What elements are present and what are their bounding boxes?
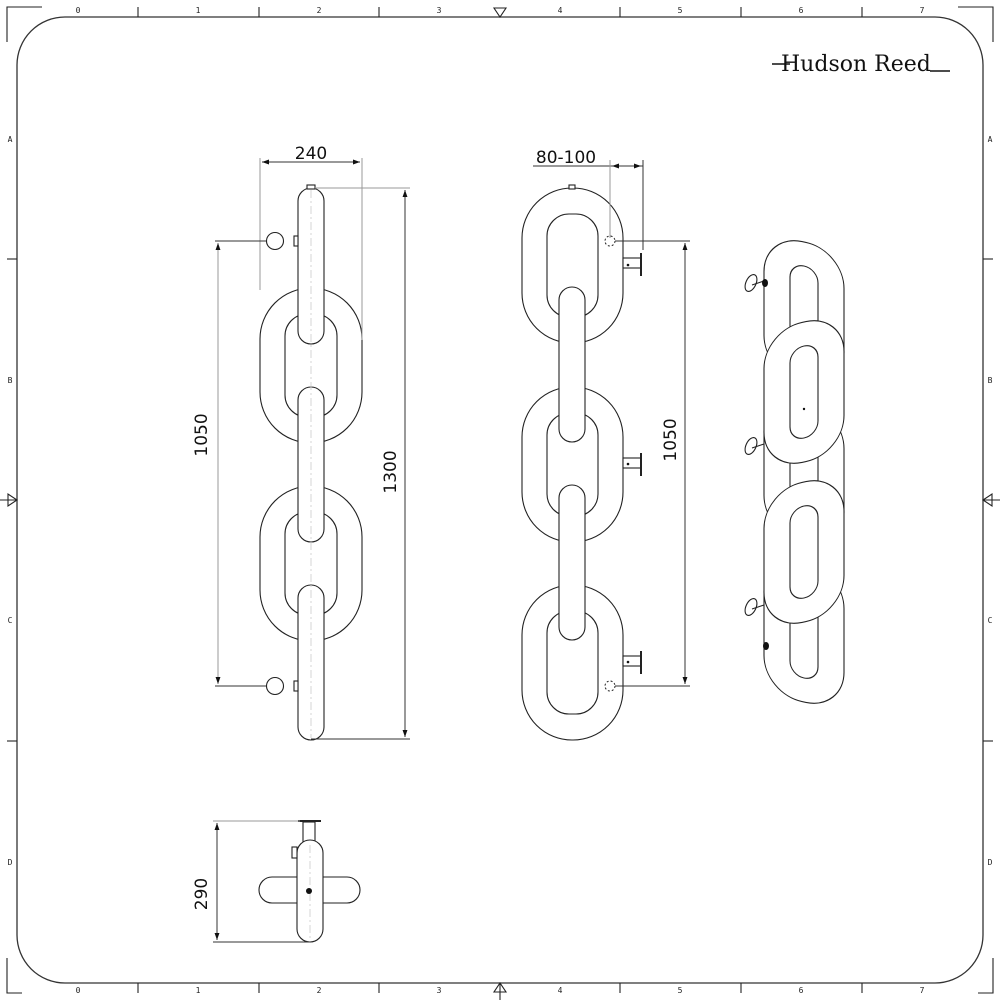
- wall-bracket-icon: [622, 651, 642, 674]
- pipe-outlet-icon: [265, 676, 285, 696]
- left-ruler: A B C D: [0, 135, 18, 867]
- sheet-frame: 0 1 2 3 4 5 6 7 0 1 2 3 4 5 6 7: [0, 6, 1000, 1000]
- chain-bar: [558, 484, 586, 641]
- row-label: A: [8, 135, 13, 144]
- front-view: 240 1050 1300: [192, 144, 410, 741]
- width-dimension: 240: [295, 144, 327, 164]
- rear-view: 80-100 1050: [521, 148, 690, 741]
- row-label: C: [988, 616, 993, 625]
- right-ruler: A B C D: [982, 135, 1000, 867]
- column-label: 3: [437, 6, 442, 15]
- depth-dimension: 290: [192, 878, 212, 910]
- corner-bracket-bottom-right: [978, 958, 994, 994]
- height-dimension: 1300: [381, 450, 401, 493]
- row-label: D: [988, 858, 993, 867]
- column-label: 1: [196, 6, 201, 15]
- column-label: 5: [678, 6, 683, 15]
- pivot-icon: [306, 888, 312, 894]
- row-label: B: [988, 376, 993, 385]
- corner-bracket-bottom-left: [6, 958, 22, 994]
- wall-bracket-icon: [744, 274, 768, 292]
- column-label: 6: [799, 6, 804, 15]
- corner-bracket-top-left: [6, 6, 42, 42]
- column-label: 4: [558, 986, 563, 995]
- wall-bracket-icon: [744, 437, 765, 455]
- column-label: 2: [317, 986, 322, 995]
- column-label: 6: [799, 986, 804, 995]
- corner-bracket-top-right: [958, 6, 994, 42]
- brand-logo: Hudson Reed: [772, 52, 950, 77]
- valve-icon: [763, 642, 769, 650]
- column-label: 2: [317, 6, 322, 15]
- column-label: 7: [920, 986, 925, 995]
- chain-bar: [558, 286, 586, 443]
- column-label: 1: [196, 986, 201, 995]
- side-view: 290: [192, 820, 361, 943]
- pipe-centres-dimension: 1050: [192, 413, 212, 456]
- perspective-view: [744, 240, 845, 704]
- wall-bracket-icon: [622, 253, 642, 276]
- pipe-centres-dimension: 1050: [661, 418, 681, 461]
- top-ruler: 0 1 2 3 4 5 6 7: [76, 6, 925, 18]
- column-label: 5: [678, 986, 683, 995]
- wall-gap-dimension: 80-100: [536, 148, 596, 168]
- brand-name: Hudson Reed: [781, 52, 931, 77]
- bottom-ruler: 0 1 2 3 4 5 6 7: [76, 982, 925, 1000]
- pipe-inlet-icon: [265, 231, 285, 251]
- row-label: A: [988, 135, 993, 144]
- wall-bracket-icon: [622, 453, 642, 476]
- row-label: C: [8, 616, 13, 625]
- column-label: 0: [76, 986, 81, 995]
- column-label: 3: [437, 986, 442, 995]
- column-label: 4: [558, 6, 563, 15]
- column-label: 0: [76, 6, 81, 15]
- wall-bracket-icon: [744, 598, 765, 616]
- row-label: B: [8, 376, 13, 385]
- centre-mark-top-icon: [492, 7, 508, 18]
- row-label: D: [8, 858, 13, 867]
- column-label: 7: [920, 6, 925, 15]
